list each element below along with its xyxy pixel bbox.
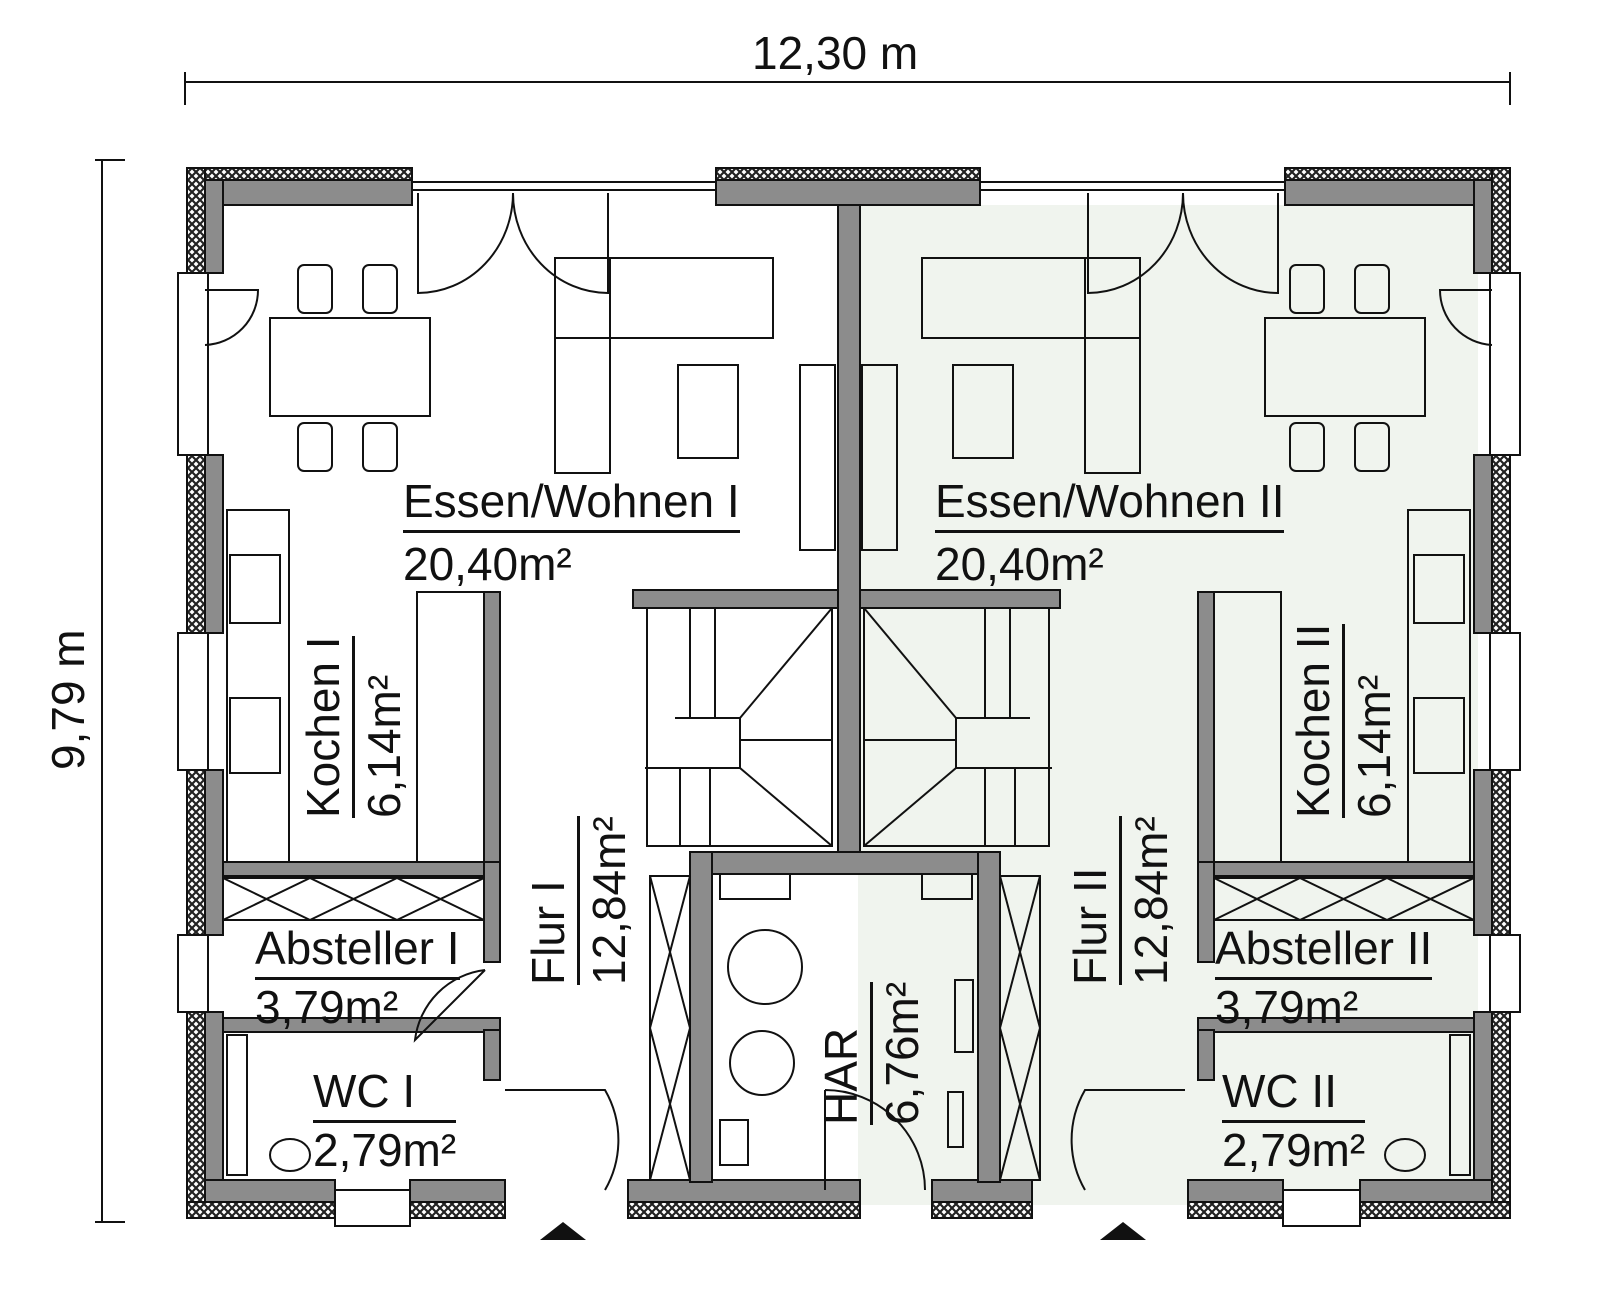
walls	[204, 179, 1493, 1203]
room-area: 3,79m²	[255, 981, 399, 1033]
staircase-unit-2	[863, 607, 1052, 847]
door-swings	[204, 192, 1493, 1191]
room-area: 2,79m²	[313, 1124, 457, 1176]
room-label-essen-wohnen-2: Essen/Wohnen II 20,40m²	[935, 478, 1285, 590]
room-label-kochen-2: Kochen II 6,14m²	[1287, 623, 1400, 818]
unit-2-floor	[858, 205, 1478, 1205]
room-area: 20,40m²	[403, 538, 572, 590]
room-label-absteller-1: Absteller I 3,79m²	[255, 925, 460, 1030]
room-name: Essen/Wohnen I	[403, 478, 740, 533]
width-dimension-line	[184, 72, 1511, 105]
room-label-har: HAR 6,76m²	[815, 981, 928, 1125]
toilets	[226, 1034, 1471, 1176]
room-area: 2,79m²	[1222, 1124, 1366, 1176]
room-name: Absteller I	[255, 925, 460, 980]
room-name: Flur II	[1064, 816, 1122, 985]
entrance-marker-unit-1	[540, 1222, 586, 1240]
room-name: Flur I	[522, 816, 580, 985]
room-name: HAR	[815, 981, 873, 1125]
room-name: WC I	[313, 1068, 457, 1123]
room-label-essen-wohnen-1: Essen/Wohnen I 20,40m²	[403, 478, 740, 587]
room-name: Kochen II	[1287, 623, 1345, 818]
room-area: 6,14m²	[358, 674, 410, 818]
room-label-kochen-1: Kochen I 6,14m²	[297, 636, 410, 818]
room-label-wc-1: WC I 2,79m²	[313, 1068, 457, 1176]
furniture-unit-2	[861, 257, 1471, 863]
room-area: 12,84m²	[583, 816, 635, 985]
room-label-absteller-2: Absteller II 3,79m²	[1215, 925, 1433, 1033]
depth-dimension-line	[95, 159, 125, 1223]
room-label-wc-2: WC II 2,79m²	[1222, 1068, 1366, 1176]
depth-dimension-label: 9,79 m	[42, 629, 94, 770]
room-area: 6,76m²	[876, 981, 928, 1125]
room-area: 3,79m²	[1215, 981, 1359, 1033]
room-area: 12,84m²	[1125, 816, 1177, 985]
staircase-unit-1	[645, 607, 833, 847]
furniture-unit-1	[226, 257, 836, 863]
room-label-flur-2: Flur II 12,84m²	[1064, 816, 1177, 985]
room-area: 6,14m²	[1348, 674, 1400, 818]
room-name: WC II	[1222, 1068, 1366, 1123]
entrance-marker-unit-2	[1100, 1222, 1146, 1240]
room-area: 20,40m²	[935, 538, 1104, 590]
windows	[177, 181, 1521, 1227]
utility-fixtures	[719, 873, 974, 1166]
room-name: Kochen I	[297, 636, 355, 818]
width-dimension-label: 12,30 m	[752, 27, 919, 79]
storage-cabinets	[222, 875, 1475, 1181]
room-name: Absteller II	[1215, 925, 1433, 980]
room-label-flur-1: Flur I 12,84m²	[522, 816, 635, 985]
room-name: Essen/Wohnen II	[935, 478, 1285, 533]
